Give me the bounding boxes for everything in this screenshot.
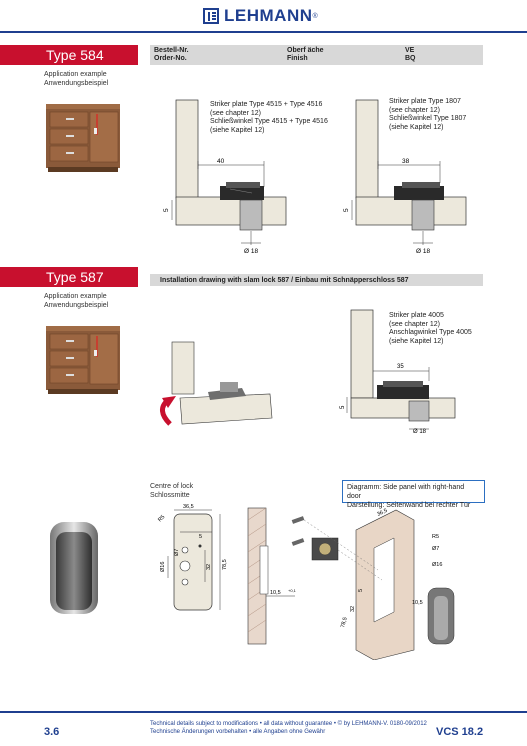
footer-line-1: Technical details subject to modificatio…: [150, 721, 427, 727]
col-order-en: Order-No.: [154, 55, 187, 62]
note-line: Schließwinkel Type 4515 + Type 4516: [210, 118, 328, 125]
app-example-en: Application example: [44, 71, 107, 78]
dim-785: 78,5: [222, 559, 228, 570]
dim-d7b: Ø7: [432, 546, 439, 552]
dim-40: 40: [217, 158, 225, 165]
dim-r5: R5: [157, 514, 166, 523]
install-bar-587: Installation drawing with slam lock 587 …: [150, 274, 483, 286]
note-584-right: Striker plate Type 1807 (see chapter 12)…: [389, 98, 466, 132]
lehmann-logo-icon: [203, 8, 219, 24]
technical-drawing-584-right: 38 5 Ø 18: [343, 99, 467, 255]
dim-d18: Ø 18: [416, 248, 430, 255]
dim-105: 10,5: [270, 590, 281, 596]
order-table-header: Bestell-Nr. Order-No. Oberf äche Finish …: [150, 45, 483, 65]
col-bq-en: BQ: [405, 55, 416, 62]
install-bar-text: Installation drawing with slam lock 587 …: [160, 277, 409, 284]
note-line: Schließwinkel Type 1807: [389, 115, 467, 122]
dim-r5b: R5: [432, 534, 439, 540]
centre-de: Schlossmitte: [150, 492, 190, 499]
footer-rule: [0, 711, 527, 713]
dim-d16: Ø16: [160, 562, 166, 572]
note-line: Striker plate Type 1807: [389, 98, 461, 105]
note-line: (see chapter 12): [389, 320, 440, 328]
note-line: (see chapter 12): [210, 109, 261, 117]
app-example-de: Anwendungsbeispiel: [44, 302, 109, 309]
dim-d18: Ø 18: [244, 248, 258, 255]
type-587-label: Type 587: [46, 269, 104, 285]
dim-35: 35: [397, 364, 404, 370]
dim-5: 5: [343, 208, 350, 212]
col-bq-de: VE: [405, 47, 415, 54]
page-number: 3.6: [44, 726, 60, 738]
type-587-tab: Type 587: [0, 267, 138, 287]
centre-of-lock-label: Centre of lock Schlossmitte: [150, 482, 193, 500]
header-rule: [0, 31, 527, 33]
note-line: (siehe Kapitel 12): [389, 123, 444, 131]
registered-mark: ®: [312, 12, 318, 20]
dim-105b: 10,5: [412, 600, 423, 606]
note-line: (siehe Kapitel 12): [389, 337, 444, 345]
diagram-de: Darstellung: Seitenwand bei rechter Tür: [347, 502, 471, 509]
footer-line-2: Technische Änderungen vorbehalten • alle…: [150, 729, 326, 735]
note-line: Anschlagwinkel Type 4005: [389, 329, 472, 336]
brand-name: LEHMANN: [224, 6, 313, 25]
cabinet-illustration-584: [46, 104, 120, 172]
note-line: Striker plate 4005: [389, 312, 444, 319]
dim-d7: Ø7: [174, 549, 180, 556]
slam-lock-product-image: [50, 522, 98, 614]
type-584-label: Type 584: [46, 47, 104, 63]
dim-785b: 78,5: [340, 617, 349, 629]
col-finish-de: Oberf äche: [287, 47, 324, 54]
col-finish-en: Finish: [287, 55, 308, 62]
app-example-en: Application example: [44, 293, 107, 300]
slam-lock-install-drawing: [160, 341, 273, 426]
dim-32b: 32: [350, 606, 356, 612]
note-line: (siehe Kapitel 12): [210, 126, 265, 134]
app-example-584: Application example Anwendungsbeispiel: [44, 70, 108, 88]
footer-notice: Technical details subject to modificatio…: [150, 720, 427, 736]
col-order-de: Bestell-Nr.: [154, 47, 189, 54]
catalog-code: VCS 18.2: [436, 726, 484, 738]
technical-drawing-584-left: 40 5 Ø 18: [163, 99, 287, 255]
dim-d16b: Ø16: [432, 562, 442, 568]
technical-drawing-587-right: 35 5 Ø 18: [340, 309, 456, 435]
type-584-tab: Type 584: [0, 45, 138, 65]
note-line: Striker plate Type 4515 + Type 4516: [210, 101, 323, 108]
dim-32: 32: [206, 564, 212, 570]
dim-tol: +0,1: [288, 588, 297, 593]
dim-5: 5: [340, 405, 346, 409]
dim-d18: Ø 18: [413, 429, 427, 435]
diagram-en: Diagramm: Side panel with right-hand doo…: [347, 484, 465, 500]
app-example-de: Anwendungsbeispiel: [44, 80, 109, 87]
dim-38: 38: [402, 158, 410, 165]
note-587-right: Striker plate 4005 (see chapter 12) Ansc…: [389, 312, 472, 346]
app-example-587: Application example Anwendungsbeispiel: [44, 292, 108, 310]
centre-en: Centre of lock: [150, 483, 194, 490]
cabinet-illustration-587: [46, 326, 120, 394]
note-584-left: Striker plate Type 4515 + Type 4516 (see…: [210, 101, 328, 135]
exploded-assembly-drawing: 36,5 R5 Ø7 Ø16 5 32 78,5 10,5: [291, 508, 455, 660]
dim-365b: 36,5: [376, 508, 388, 518]
dim-5: 5: [199, 534, 202, 540]
note-line: (see chapter 12): [389, 106, 440, 114]
front-plate-drawing: 36,5 R5 5 Ø7 Ø16 32 78,5 10,5 +0,1: [157, 504, 297, 645]
dim-5b: 5: [358, 589, 364, 592]
brand-logo: LEHMANN ®: [203, 6, 318, 26]
dim-5: 5: [163, 208, 170, 212]
dim-365: 36,5: [183, 504, 194, 510]
diagram-callout: Diagramm: Side panel with right-hand doo…: [342, 480, 485, 509]
